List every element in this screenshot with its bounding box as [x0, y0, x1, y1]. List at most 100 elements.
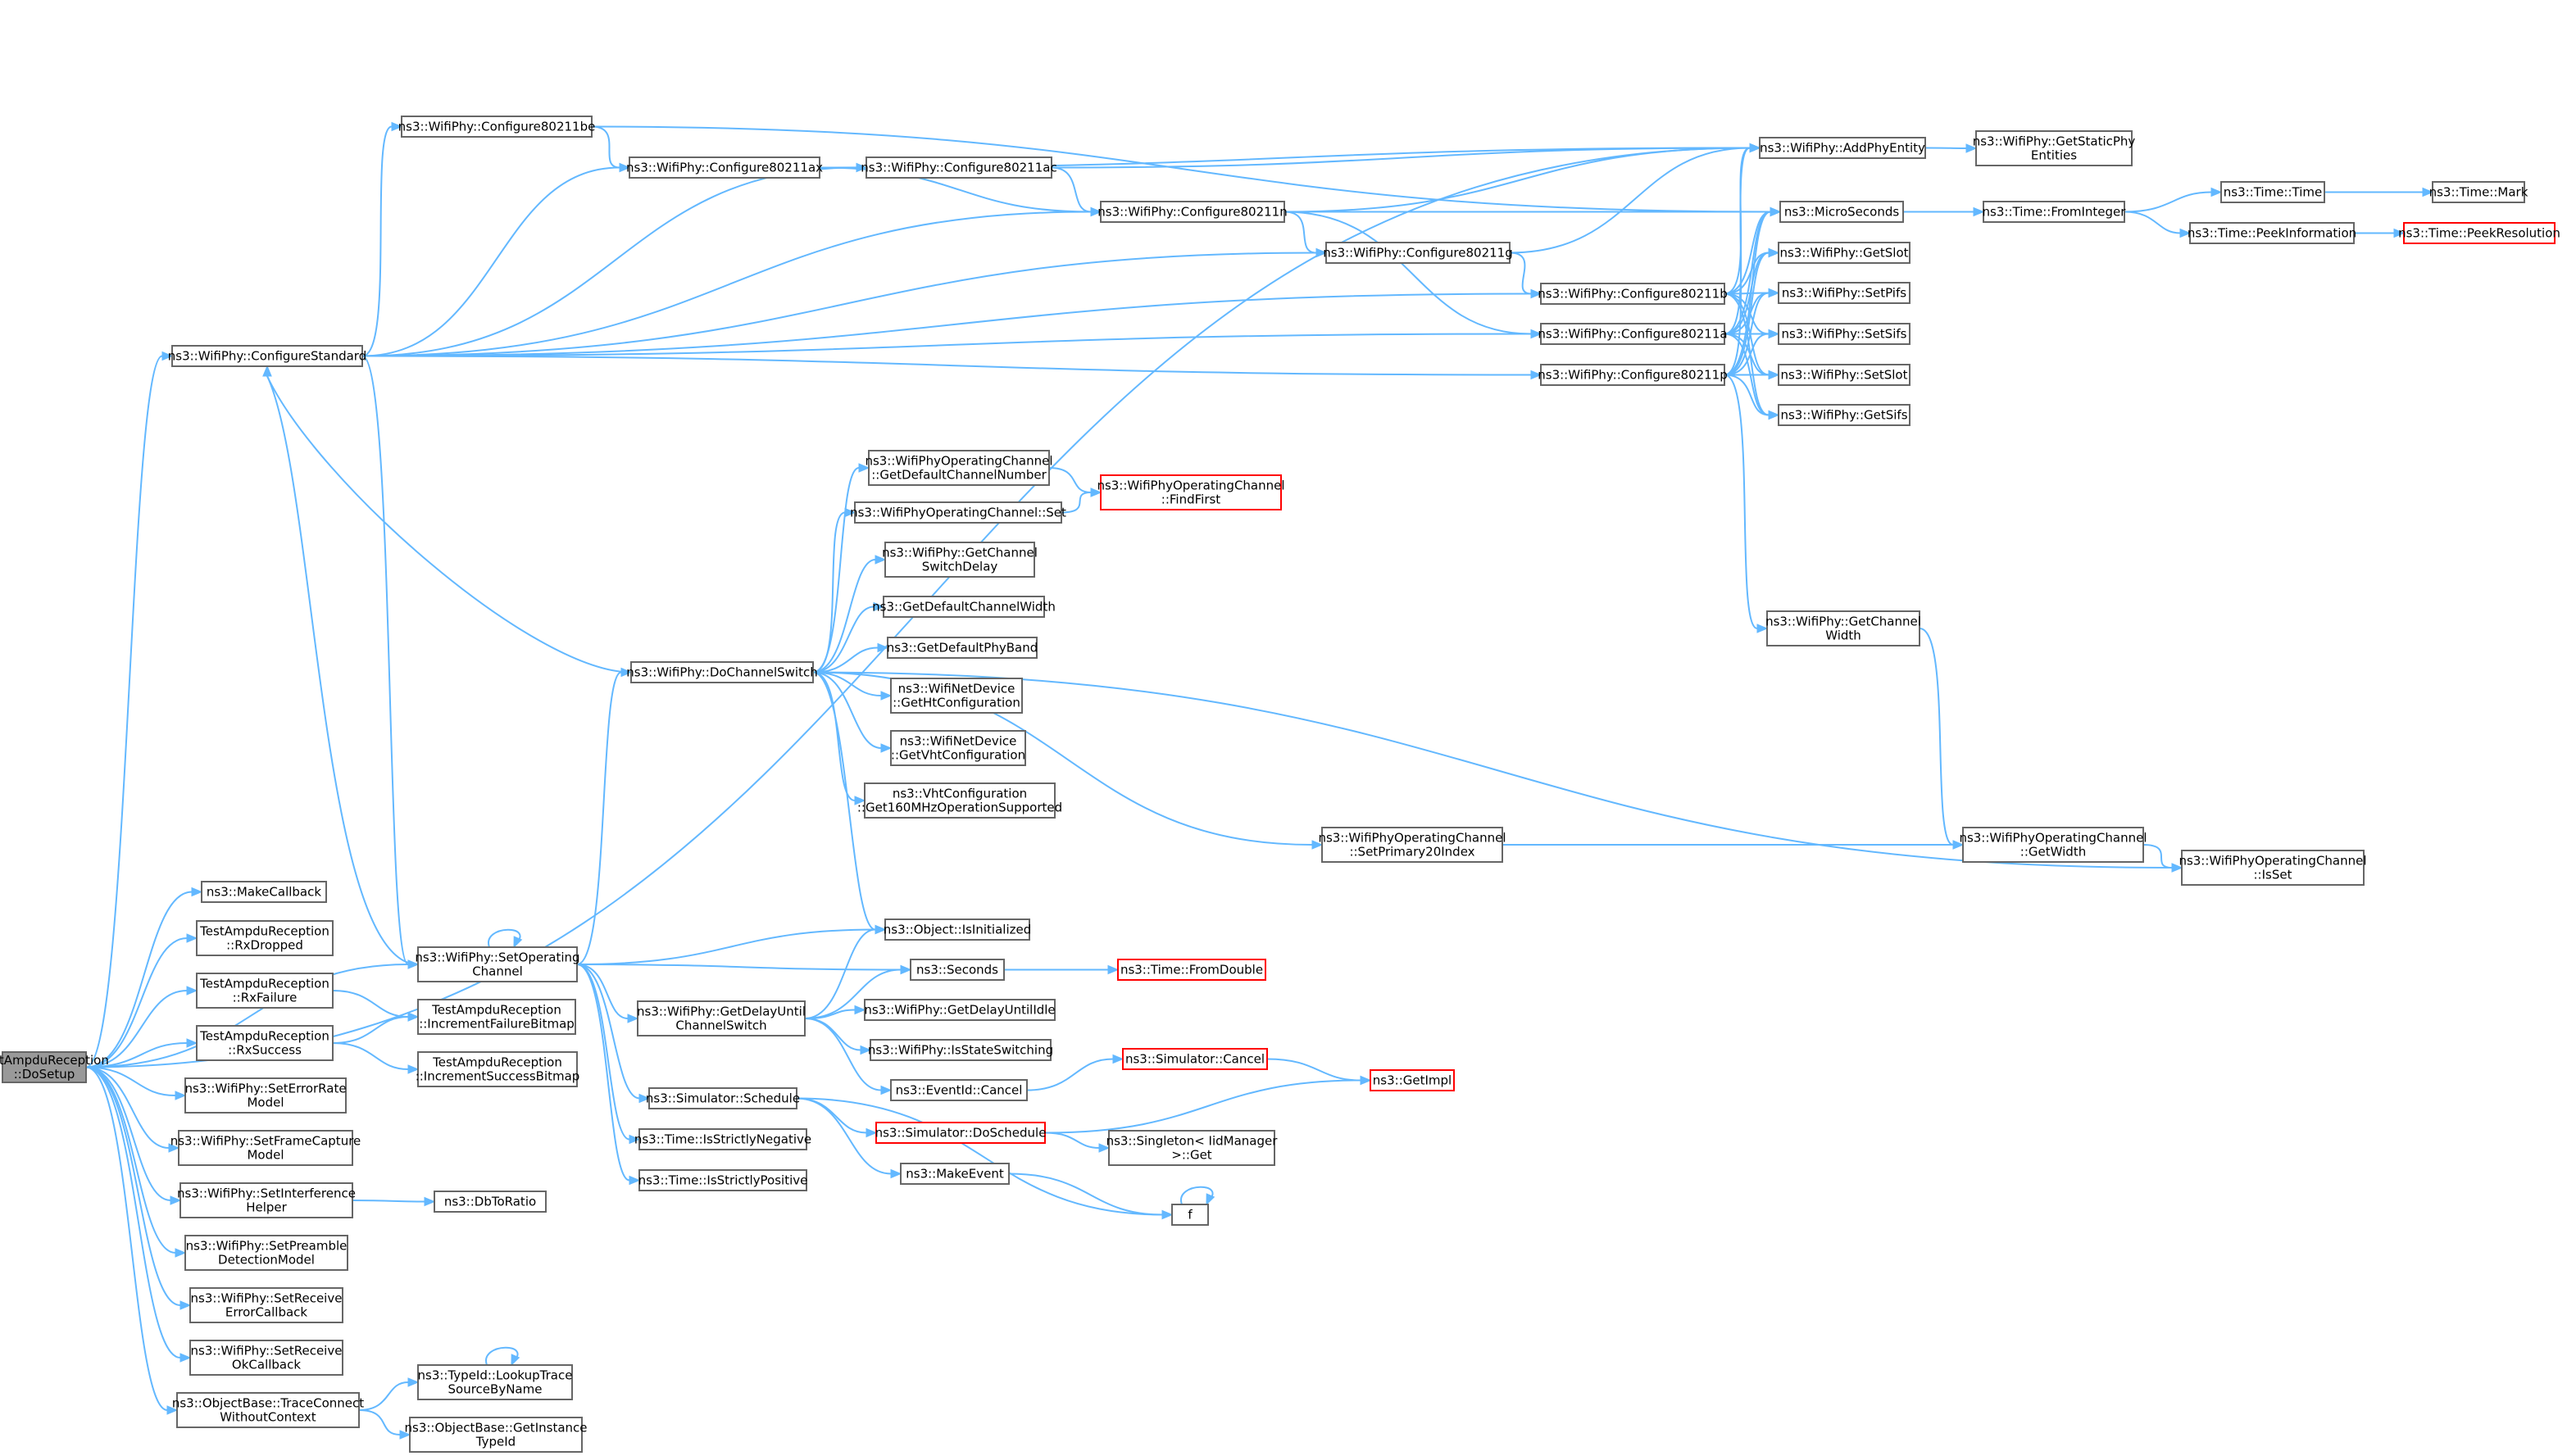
node-get-impl[interactable]: ns3::GetImpl: [1370, 1069, 1455, 1091]
node-root[interactable]: TestAmpduReception::DoSetup: [0, 1051, 109, 1083]
edge-set-interference-helper-to-db-to-ratio: [352, 1196, 436, 1207]
node-c80211p[interactable]: ns3::WifiPhy::Configure80211p: [1538, 364, 1728, 386]
node-inc-success[interactable]: TestAmpduReception::IncrementSuccessBitm…: [416, 1051, 580, 1087]
node-get-vht-configuration[interactable]: ns3::WifiNetDevice::GetVhtConfiguration: [890, 730, 1026, 766]
node-get-sifs[interactable]: ns3::WifiPhy::GetSifs: [1778, 404, 1910, 426]
edge-line: [361, 252, 1317, 357]
node-get160-mhz[interactable]: ns3::VhtConfiguration::Get160MHzOperatio…: [857, 782, 1062, 819]
edge-line: [812, 671, 882, 749]
node-do-schedule[interactable]: ns3::Simulator::DoSchedule: [875, 1122, 1047, 1144]
node-is-strictly-positive[interactable]: ns3::Time::IsStrictlyPositive: [638, 1169, 808, 1191]
edge-line: [812, 511, 846, 674]
edge-do-channel-switch-to-set-primary20-index: [812, 671, 1324, 850]
node-configure-standard[interactable]: ns3::WifiPhy::ConfigureStandard: [168, 345, 366, 367]
node-label: ns3::MakeCallback: [207, 885, 321, 900]
node-from-double[interactable]: ns3::Time::FromDouble: [1117, 959, 1266, 981]
edge-line: [1724, 211, 1771, 295]
edge-set-operating-channel-to-configure-standard: [262, 365, 419, 965]
node-add-phy-entity[interactable]: ns3::WifiPhy::AddPhyEntity: [1759, 137, 1926, 159]
node-rx-success[interactable]: TestAmpduReception::RxSuccess: [196, 1025, 334, 1061]
node-f[interactable]: f: [1171, 1204, 1209, 1226]
node-do-channel-switch[interactable]: ns3::WifiPhy::DoChannelSwitch: [626, 661, 818, 683]
node-db-to-ratio[interactable]: ns3::DbToRatio: [434, 1191, 547, 1213]
node-set-sifs[interactable]: ns3::WifiPhy::SetSifs: [1778, 323, 1910, 345]
node-seconds[interactable]: ns3::Seconds: [910, 959, 1005, 981]
node-op-channel-set[interactable]: ns3::WifiPhyOperatingChannel::Set: [850, 501, 1066, 524]
edge-arrowhead: [262, 365, 272, 377]
node-simulator-cancel[interactable]: ns3::Simulator::Cancel: [1122, 1048, 1268, 1070]
node-label: ns3::WifiPhy::Configure80211n: [1097, 205, 1287, 220]
edge-line: [804, 1018, 882, 1091]
node-c80211a[interactable]: ns3::WifiPhy::Configure80211a: [1538, 323, 1728, 345]
node-get-slot[interactable]: ns3::WifiPhy::GetSlot: [1778, 242, 1910, 264]
edge-arrowhead: [880, 743, 893, 753]
node-label: ::GetVhtConfiguration: [891, 748, 1025, 763]
node-label: ns3::WifiPhyOperatingChannel: [1318, 831, 1506, 846]
edge-line: [1284, 211, 1317, 254]
node-box: [401, 116, 593, 138]
node-label: ns3::MakeEvent: [906, 1167, 1004, 1182]
node-trace-connect[interactable]: ns3::ObjectBase::TraceConnectWithoutCont…: [172, 1392, 364, 1428]
node-get-ht-configuration[interactable]: ns3::WifiNetDevice::GetHtConfiguration: [890, 678, 1023, 714]
node-get-default-phy-band[interactable]: ns3::GetDefaultPhyBand: [887, 637, 1038, 659]
node-c80211b[interactable]: ns3::WifiPhy::Configure80211b: [1538, 283, 1728, 305]
node-rx-dropped[interactable]: TestAmpduReception::RxDropped: [196, 920, 334, 956]
node-op-channel-is-set[interactable]: ns3::WifiPhyOperatingChannel::IsSet: [2179, 850, 2367, 886]
node-is-initialized[interactable]: ns3::Object::IsInitialized: [884, 919, 1031, 941]
node-find-first[interactable]: ns3::WifiPhyOperatingChannel::FindFirst: [1097, 474, 1285, 510]
node-c80211ac[interactable]: ns3::WifiPhy::Configure80211ac: [861, 156, 1057, 179]
node-get-delay-until-idle[interactable]: ns3::WifiPhy::GetDelayUntilIdle: [864, 999, 1056, 1021]
node-box: [196, 1025, 334, 1061]
node-set-slot[interactable]: ns3::WifiPhy::SetSlot: [1778, 364, 1910, 386]
edge-arrowhead: [1973, 206, 1985, 217]
node-event-id-cancel[interactable]: ns3::EventId::Cancel: [890, 1079, 1028, 1101]
node-from-integer[interactable]: ns3::Time::FromInteger: [1983, 201, 2127, 223]
node-c80211be[interactable]: ns3::WifiPhy::Configure80211be: [398, 116, 596, 138]
node-label: SwitchDelay: [922, 560, 998, 574]
node-set-pifs[interactable]: ns3::WifiPhy::SetPifs: [1778, 282, 1910, 304]
node-is-state-switching[interactable]: ns3::WifiPhy::IsStateSwitching: [868, 1039, 1053, 1061]
node-label: ns3::Time::IsStrictlyNegative: [634, 1132, 811, 1147]
node-label: TestAmpduReception: [199, 924, 329, 939]
node-peek-information[interactable]: ns3::Time::PeekInformation: [2188, 222, 2356, 244]
edge-add-phy-entity-to-get-static-phy: [1924, 143, 1978, 153]
node-c80211ax[interactable]: ns3::WifiPhy::Configure80211ax: [626, 156, 823, 179]
node-op-channel-get-width[interactable]: ns3::WifiPhyOperatingChannel::GetWidth: [1959, 827, 2147, 863]
edge-line: [1266, 1058, 1361, 1082]
node-c80211g[interactable]: ns3::WifiPhy::Configure80211g: [1323, 242, 1513, 264]
node-time-time[interactable]: ns3::Time::Time: [2220, 181, 2325, 203]
edge-configure-standard-to-c80211be: [361, 121, 403, 357]
node-time-mark[interactable]: ns3::Time::Mark: [2429, 181, 2528, 203]
node-box: [2181, 850, 2365, 886]
node-get-default-channel-width[interactable]: ns3::GetDefaultChannelWidth: [872, 596, 1056, 618]
edge-do-schedule-to-get-impl: [1044, 1075, 1372, 1134]
edge-get-delay-until-to-is-initialized: [804, 924, 887, 1019]
node-peek-resolution[interactable]: ns3::Time::PeekResolution: [2398, 222, 2560, 244]
node-singleton-get[interactable]: ns3::Singleton< IidManager>::Get: [1106, 1130, 1279, 1166]
node-make-callback[interactable]: ns3::MakeCallback: [201, 881, 327, 903]
node-make-event[interactable]: ns3::MakeEvent: [900, 1163, 1010, 1185]
node-is-strictly-negative[interactable]: ns3::Time::IsStrictlyNegative: [634, 1128, 811, 1150]
node-get-default-channel-number[interactable]: ns3::WifiPhyOperatingChannel::GetDefault…: [865, 450, 1053, 486]
node-label: TestAmpduReception: [432, 1055, 562, 1070]
node-micro-seconds[interactable]: ns3::MicroSeconds: [1779, 201, 1904, 223]
edge-arrowhead: [2210, 187, 2223, 197]
node-c80211n[interactable]: ns3::WifiPhy::Configure80211n: [1097, 201, 1288, 223]
node-inc-failure[interactable]: TestAmpduReception::IncrementFailureBitm…: [417, 999, 576, 1035]
node-set-primary20-index[interactable]: ns3::WifiPhyOperatingChannel::SetPrimary…: [1318, 827, 1506, 863]
node-rx-failure[interactable]: TestAmpduReception::RxFailure: [196, 973, 334, 1009]
node-simulator-schedule[interactable]: ns3::Simulator::Schedule: [646, 1087, 800, 1109]
